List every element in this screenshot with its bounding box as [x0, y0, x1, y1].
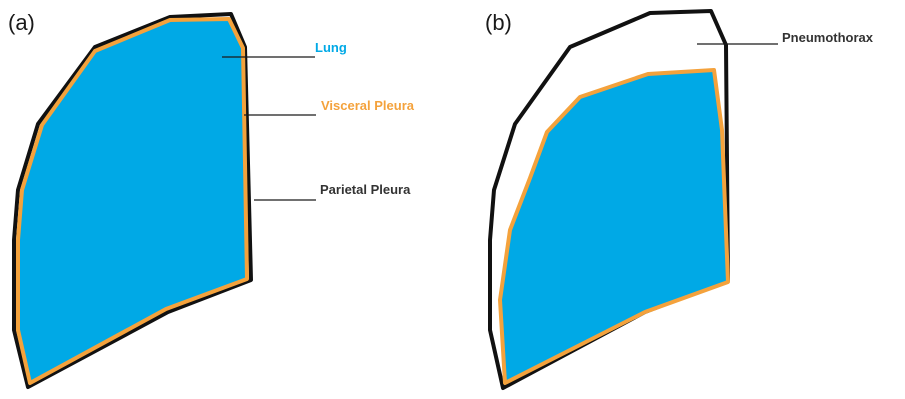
visceral-pleura-label: Visceral Pleura [321, 98, 415, 113]
pneumothorax-label: Pneumothorax [782, 30, 874, 45]
panel-a-letter: (a) [8, 10, 35, 35]
panel-a-lung [18, 19, 247, 383]
lung-label: Lung [315, 40, 347, 55]
parietal-pleura-label: Parietal Pleura [320, 182, 411, 197]
panel-b-letter: (b) [485, 10, 512, 35]
panel-b-lung [500, 70, 728, 383]
panel-b: (b) Pneumothorax [485, 10, 874, 388]
panel-a: (a) Lung Visceral Pleura Parietal Pleura [8, 10, 415, 387]
